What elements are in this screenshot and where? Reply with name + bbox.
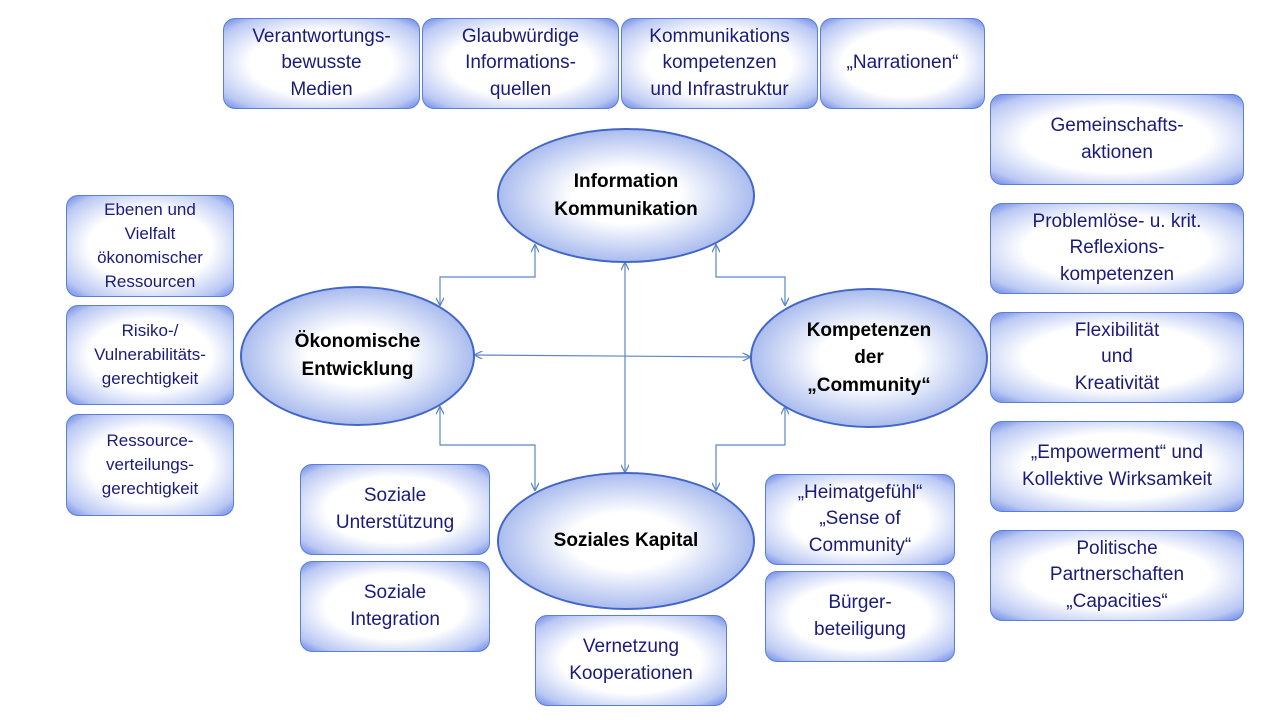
box-empowerment: „Empowerment“ und Kollektive Wirksamkeit [990,421,1244,512]
box-verantwortungsbewusste-medien: Verantwortungs- bewusste Medien [223,18,420,109]
connector-bottom-right [716,407,785,490]
box-flexibilitaet-kreativitaet: Flexibilität und Kreativität [990,312,1244,403]
box-ressourceverteilung: Ressource- verteilungs- gerechtigkeit [66,414,234,516]
ellipse-soziales-kapital: Soziales Kapital [497,472,755,610]
box-narrationen: „Narrationen“ [820,18,985,109]
box-buergerbeteiligung: Bürger- beteiligung [765,571,955,662]
box-politische-partnerschaften: Politische Partnerschaften „Capacities“ [990,530,1244,621]
connector-top-right [716,245,785,305]
ellipse-kompetenzen-community: Kompetenzen der „Community“ [750,288,988,428]
box-kommunikationskompetenzen: Kommunikations kompetenzen und Infrastru… [621,18,818,109]
ellipse-oekonomische-entwicklung: Ökonomische Entwicklung [240,286,475,426]
connector-bottom-left [440,407,535,490]
box-soziale-integration: Soziale Integration [300,561,490,652]
box-problemloese-kompetenzen: Problemlöse- u. krit. Reflexions- kompet… [990,203,1244,294]
box-heimatgefuehl: „Heimatgefühl“ „Sense of Community“ [765,474,955,565]
box-glaubwuerdige-informationsquellen: Glaubwürdige Informations- quellen [422,18,619,109]
ellipse-information-kommunikation: Information Kommunikation [497,128,755,263]
box-soziale-unterstuetzung: Soziale Unterstützung [300,464,490,555]
box-ebenen-vielfalt: Ebenen und Vielfalt ökonomischer Ressour… [66,195,234,297]
box-gemeinschaftsaktionen: Gemeinschafts- aktionen [990,94,1244,185]
connector-top-left [440,245,535,305]
connector-left-right [475,355,750,357]
box-vernetzung-kooperationen: Vernetzung Kooperationen [535,615,727,706]
box-risiko-vulnerabilitaet: Risiko-/ Vulnerabilitäts- gerechtigkeit [66,305,234,405]
